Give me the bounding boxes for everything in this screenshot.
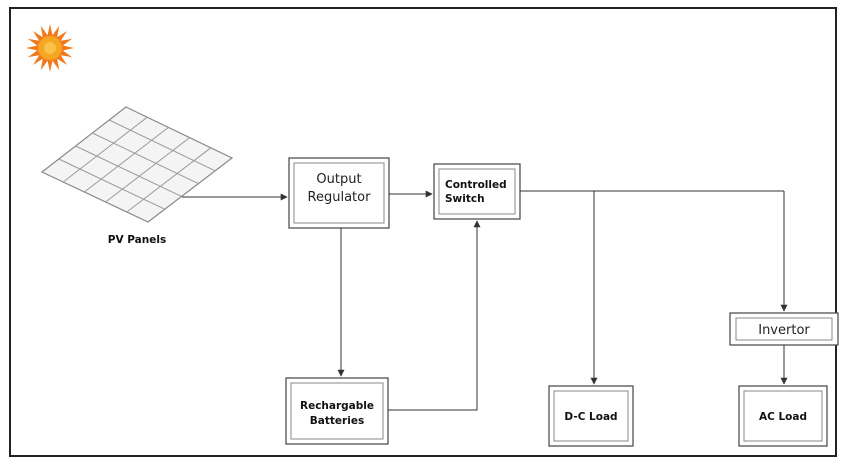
output-regulator-box: Output Regulator [288,157,390,229]
batteries-label-line1: Rechargable [300,400,374,412]
solar-panel-icon [40,106,234,223]
solar-panel-grid-line [126,147,212,213]
solar-panel-grid-line [62,116,148,183]
batteries-label-line2: Batteries [310,415,364,427]
solar-panel-grid-line [58,158,166,210]
solar-panel-grid-line [108,119,216,172]
controlled-switch-box: Controlled Switch [433,163,521,220]
controlled-switch-label-line1: Controlled [445,179,507,191]
output-regulator-label-line1: Output [316,172,361,187]
output-regulator-label-line2: Regulator [308,190,372,205]
ac-load-label: AC Load [759,411,807,423]
controlled-switch-label-line2: Switch [445,193,485,205]
edge-batteries-to-switch [388,220,481,411]
batteries-box: Rechargable Batteries [285,377,389,445]
solar-panel-grid-line [105,137,190,203]
solar-panel-grid-line [75,145,182,197]
invertor-label: Invertor [758,323,810,338]
pv-panels-label: PV Panels [108,234,166,246]
invertor-box: Invertor [729,312,839,346]
sun-icon [26,24,74,72]
diagram-frame [9,7,837,457]
dc-load-label: D-C Load [564,411,617,423]
solar-panel-grid-line [84,127,169,193]
ac-load-box: AC Load [738,385,828,447]
dc-load-box: D-C Load [548,385,634,447]
solar-panel-grid-line [92,132,199,185]
